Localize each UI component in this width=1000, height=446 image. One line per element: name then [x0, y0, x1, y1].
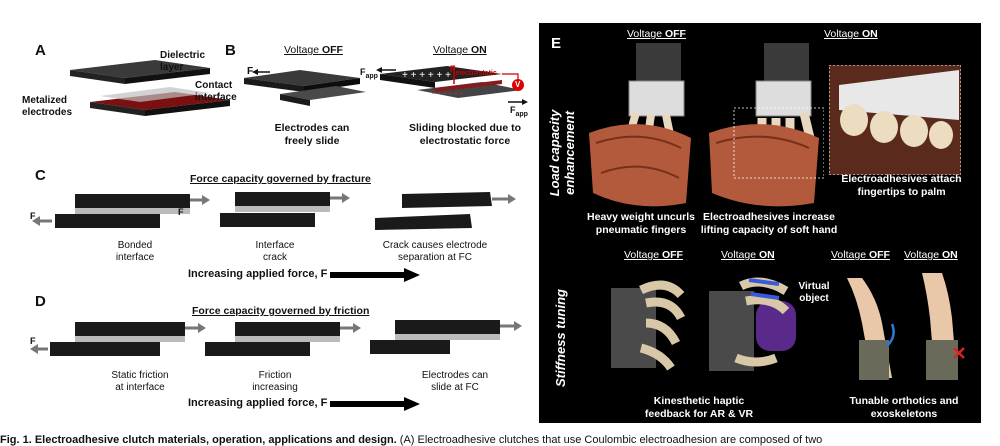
panel-c-diagram [32, 192, 516, 230]
caption-bold: Fig. 1. Electroadhesive clutch materials… [0, 434, 397, 446]
increasing-force-d: Increasing applied force, F [188, 397, 328, 409]
caption-e4: Kinesthetic haptic feedback for AR & VR [644, 395, 754, 420]
soft-hand-off-image [589, 43, 691, 207]
contact-label: Contact interface [195, 80, 237, 103]
arrow-c-icon [330, 268, 420, 282]
metalized-label: Metalized electrodes [22, 95, 73, 118]
svg-text:+ + + + + +: + + + + + + [402, 70, 451, 81]
panel-e-label: E [551, 35, 562, 52]
panel-b-label: B [225, 42, 236, 59]
caption-e1: Heavy weight uncurls pneumatic fingers [587, 211, 695, 236]
fapp-right-f: F [510, 105, 516, 115]
e-on2-pre: Voltage [721, 249, 759, 261]
panel-b-on-diagram: + + + + + + - - - - - - [376, 66, 528, 105]
caption-c3: Crack causes electrode separation at FC [382, 240, 488, 263]
e-off3-pre: Voltage [831, 249, 869, 261]
voltage-on-word: ON [470, 44, 487, 56]
panel-e: E Load capacity enhancement Stiffness tu… [539, 23, 981, 423]
f-right-c: F [178, 207, 184, 217]
caption-e2: Electroadhesives increase lifting capaci… [700, 211, 838, 236]
soft-hand-on-image [709, 43, 824, 207]
e-on3-bold: ON [941, 249, 958, 261]
caption-e5: Tunable orthotics and exoskeletons [849, 395, 959, 420]
caption-b-right: Sliding blocked due to electrostatic for… [408, 122, 521, 147]
panel-d-diagram [30, 320, 522, 356]
arm-orthotic-off-image [847, 278, 895, 380]
e-voltage-on-1: Voltage ON [824, 28, 878, 40]
e-off-bold: OFF [664, 28, 686, 40]
e-on-pre: Voltage [824, 28, 862, 40]
caption-d2: Friction increasing [252, 370, 298, 393]
dielectric-label: Dielectric layer [160, 50, 206, 73]
e-off2-pre: Voltage [624, 249, 662, 261]
panel-a-label: A [35, 42, 46, 59]
voltage-on-header-b: Voltage ON [433, 44, 487, 56]
fingertips-closeup-image [829, 65, 961, 175]
e-voltage-on-3: Voltage ON [904, 249, 958, 261]
e-off2-bold: OFF [661, 249, 683, 261]
e-on-bold: ON [861, 28, 878, 40]
arrow-d-icon [330, 397, 420, 411]
voltage-off-prefix: Voltage [284, 44, 322, 56]
f-app-label-left: Fapp [360, 67, 378, 80]
arm-orthotic-on-image [922, 273, 965, 380]
caption-c1: Bonded interface [115, 240, 155, 263]
felec-sub: electrostatic [455, 69, 497, 77]
caption-c2: Interface crack [255, 240, 295, 263]
e-on3-pre: Voltage [904, 249, 942, 261]
panel-c-title: Force capacity governed by fracture [190, 173, 371, 185]
voltage-off-header-b: Voltage OFF [284, 44, 343, 56]
panel-a-diagram [70, 60, 230, 116]
e-voltage-on-2: Voltage ON [721, 249, 775, 261]
panel-c-label: C [35, 167, 46, 184]
voltage-on-prefix: Voltage [433, 44, 471, 56]
e-off3-bold: OFF [868, 249, 890, 261]
f-left-c: F [30, 211, 36, 221]
f-electrostatic-label: Felectrostatic [450, 64, 497, 77]
e-voltage-off-2: Voltage OFF [624, 249, 683, 261]
caption-b-left: Electrodes can freely slide [274, 122, 350, 147]
haptic-glove-off-image [611, 280, 686, 371]
e-voltage-off-1: Voltage OFF [627, 28, 686, 40]
caption-e3: Electroadhesives attach fingertips to pa… [841, 173, 962, 198]
fapp-f: F [360, 67, 366, 77]
side-label-load: Load capacity enhancement [547, 109, 577, 197]
fapp-sub: app [365, 72, 378, 80]
panel-d-title: Force capacity governed by friction [192, 305, 370, 317]
svg-text:- - - - - -: - - - - - - [432, 88, 463, 98]
caption-d3: Electrodes can slide at FC [421, 370, 489, 393]
f-label-b: F [247, 66, 254, 77]
voltage-off-word: OFF [321, 44, 343, 56]
side-label-stiffness: Stiffness tuning [553, 289, 568, 387]
e-on2-bold: ON [758, 249, 775, 261]
felec-f: F [450, 64, 456, 74]
fapp-right-sub: app [515, 110, 528, 118]
caption-d1: Static friction at interface [111, 370, 169, 393]
panel-d-label: D [35, 293, 46, 310]
figure-caption: Fig. 1. Electroadhesive clutch materials… [0, 434, 1000, 446]
caption-text: (A) Electroadhesive clutches that use Co… [396, 434, 823, 446]
virtual-object-label: Virtual object [798, 281, 830, 304]
voltage-source-label: V [515, 80, 521, 89]
f-app-label-right: Fapp [510, 105, 528, 118]
haptic-glove-on-image [709, 277, 796, 371]
f-left-d: F [30, 336, 36, 346]
e-voltage-off-3: Voltage OFF [831, 249, 890, 261]
increasing-force-c: Increasing applied force, F [188, 268, 328, 280]
e-off-pre: Voltage [627, 28, 665, 40]
panel-b-off-diagram [244, 69, 366, 106]
